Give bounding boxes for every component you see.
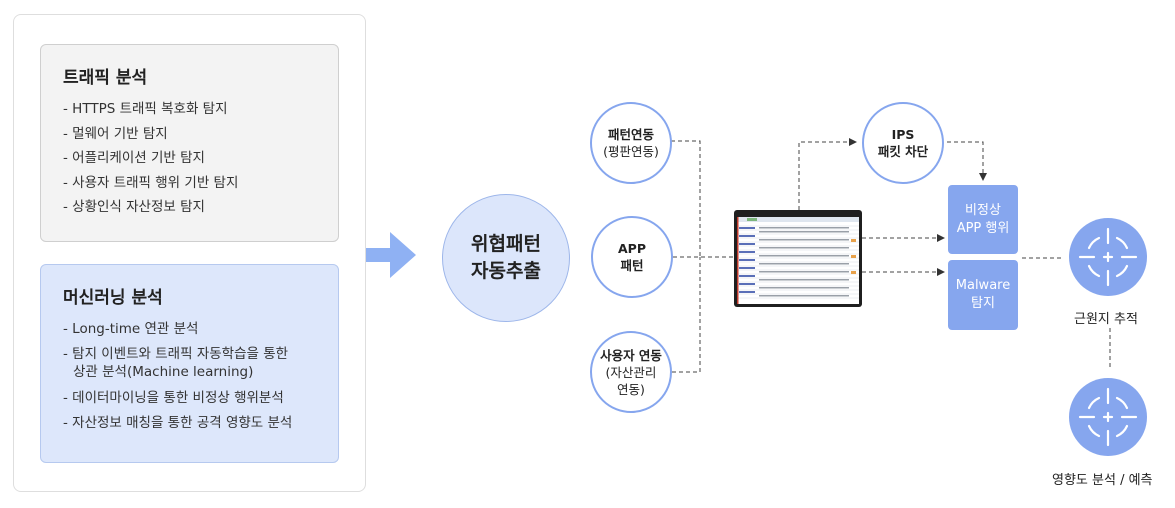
box-label: 비정상 xyxy=(965,202,1001,218)
list-item: - 탐지 이벤트와 트래픽 자동학습을 통한 상관 분석(Machine lea… xyxy=(63,342,320,383)
list-item: - Long-time 연관 분석 xyxy=(63,321,199,337)
ips-packet-block-node: IPS 패킷 차단 xyxy=(862,102,944,184)
threat-pattern-extraction-circle: 위협패턴 자동추출 xyxy=(442,194,570,322)
machine-learning-card: 머신러닝 분석 - Long-time 연관 분석 - 탐지 이벤트와 트래픽 … xyxy=(40,264,339,463)
node-label: 패킷 차단 xyxy=(877,144,929,159)
screen-table-image xyxy=(737,217,859,304)
monitor-screen xyxy=(734,210,862,307)
node-label: IPS xyxy=(891,127,915,142)
list-item: - 멀웨어 기반 탐지 xyxy=(63,125,168,142)
flow-arrow-icon xyxy=(366,232,416,278)
abnormal-app-behavior-box: 비정상 APP 행위 xyxy=(948,185,1018,254)
reputation-integration-node: 패턴연동 (평판연동) xyxy=(590,102,672,184)
list-item: - HTTPS 트래픽 복호화 탐지 xyxy=(63,101,228,117)
core-label-line2: 자동추출 xyxy=(471,260,541,282)
node-sublabel: (평판연동) xyxy=(603,144,659,159)
crosshair-icon xyxy=(1069,378,1147,456)
node-sublabel: 연동) xyxy=(617,381,645,397)
node-sublabel: (자산관리 xyxy=(605,364,657,380)
malware-detection-box: Malware 탐지 xyxy=(948,260,1018,330)
list-item-continuation: 상관 분석(Machine learning) xyxy=(73,364,254,380)
node-label: 패턴 xyxy=(620,258,644,273)
list-item: - 사용자 트래픽 행위 기반 탐지 xyxy=(63,174,239,191)
origin-trace-label: 근원지 추적 xyxy=(1074,312,1138,327)
traffic-analysis-list: - HTTPS 트래픽 복호화 탐지 - 멀웨어 기반 탐지 - 어플리케이션 … xyxy=(63,97,320,220)
user-integration-node: 사용자 연동 (자산관리 연동) xyxy=(590,331,672,413)
node-label: 사용자 연동 xyxy=(600,347,662,363)
crosshair-icon xyxy=(1069,218,1147,296)
box-label: Malware xyxy=(955,278,1011,293)
list-item: - 자산정보 매칭을 통한 공격 영향도 분석 xyxy=(63,414,293,431)
list-item: - 상황인식 자산정보 탐지 xyxy=(63,199,205,215)
core-label-line1: 위협패턴 xyxy=(471,233,541,255)
app-pattern-node: APP 패턴 xyxy=(591,216,673,298)
machine-learning-list: - Long-time 연관 분석 - 탐지 이벤트와 트래픽 자동학습을 통한… xyxy=(63,317,320,435)
node-label: APP xyxy=(618,241,646,256)
machine-learning-title: 머신러닝 분석 xyxy=(63,288,163,308)
box-label: APP 행위 xyxy=(956,220,1010,236)
list-item: - 데이터마이닝을 통한 비정상 행위분석 xyxy=(63,390,284,406)
node-label: 패턴연동 xyxy=(607,127,654,142)
impact-analysis-label: 영향도 분석 / 예측 xyxy=(1052,473,1153,488)
list-item-text: - 탐지 이벤트와 트래픽 자동학습을 통한 xyxy=(63,345,289,362)
traffic-analysis-card: 트래픽 분석 - HTTPS 트래픽 복호화 탐지 - 멀웨어 기반 탐지 - … xyxy=(40,44,339,242)
box-label: 탐지 xyxy=(971,296,995,311)
list-item: - 어플리케이션 기반 탐지 xyxy=(63,150,205,166)
traffic-analysis-title: 트래픽 분석 xyxy=(63,68,148,88)
